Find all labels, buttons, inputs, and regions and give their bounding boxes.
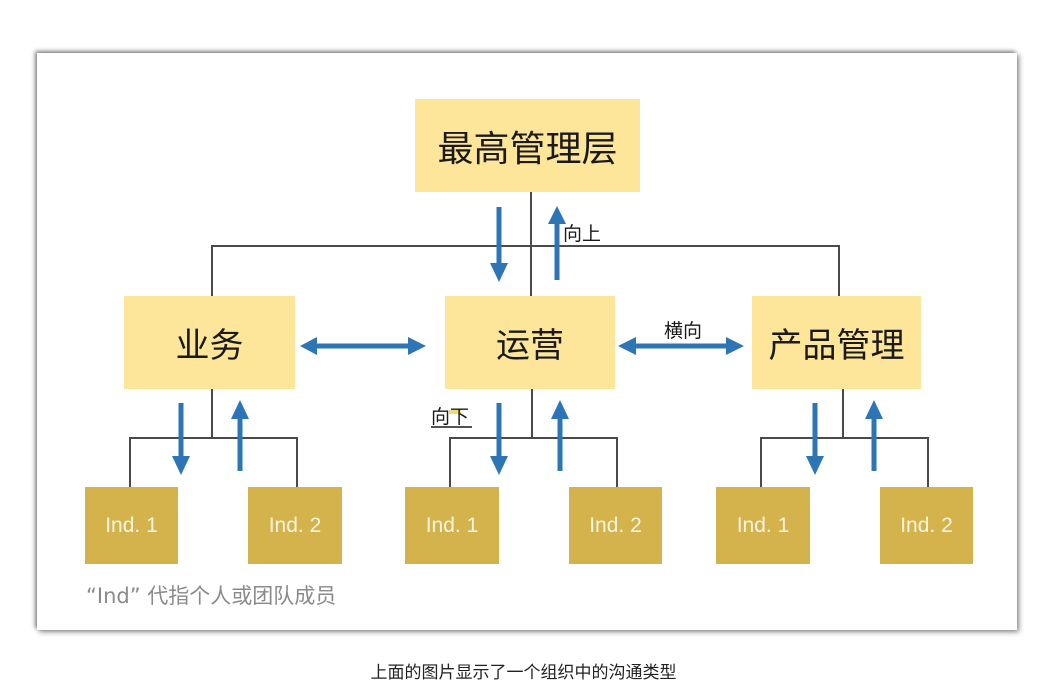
department-label: 产品管理 [768, 326, 905, 366]
down-label-highlight [449, 410, 461, 414]
individual-box: Ind. 1 [716, 487, 810, 564]
legend-note: “Ind” 代指个人或团队成员 [86, 584, 337, 608]
arrow-bidirectional-icon [618, 337, 744, 355]
top-management-box: 最高管理层 [415, 99, 640, 192]
department-label: 业务 [175, 326, 244, 366]
arrow-down-icon [490, 403, 508, 475]
individual-label: Ind. 2 [268, 513, 322, 537]
top-management-label: 最高管理层 [437, 128, 618, 170]
upward-label: 向上 [563, 223, 602, 245]
connector-dept1-horizontal [129, 437, 298, 439]
department-label: 运营 [496, 326, 564, 366]
connector-dept1-ind1 [129, 437, 131, 487]
individual-label: Ind. 1 [425, 513, 479, 537]
individual-box: Ind. 2 [248, 487, 342, 564]
individual-label: Ind. 1 [736, 513, 790, 537]
individual-box: Ind. 2 [880, 487, 973, 564]
arrow-down-icon [172, 403, 190, 475]
department-box-operations: 运营 [445, 296, 615, 389]
connector-dept3-horizontal [760, 437, 929, 439]
connector-left-vertical [211, 245, 213, 296]
connector-dept2-ind1 [449, 437, 451, 487]
arrow-up-icon [865, 400, 883, 471]
arrow-bidirectional-icon [300, 337, 426, 355]
connector-dept1-ind2 [296, 437, 298, 487]
lateral-label: 横向 [664, 320, 703, 342]
arrow-up-icon [231, 400, 249, 471]
connector-dept3-ind1 [760, 437, 762, 487]
individual-box: Ind. 2 [569, 487, 662, 564]
connector-dept2-ind2 [616, 437, 618, 487]
individual-box: Ind. 1 [405, 487, 499, 564]
connector-right-vertical [838, 245, 840, 296]
arrow-up-icon [548, 206, 566, 280]
individual-box: Ind. 1 [85, 487, 178, 564]
connector-dept2-down [531, 389, 533, 439]
individual-label: Ind. 2 [589, 513, 642, 537]
connector-top-vertical [530, 192, 532, 296]
arrow-up-icon [551, 400, 569, 471]
connector-dept2-horizontal [449, 437, 618, 439]
connector-dept3-down [842, 389, 844, 439]
connector-dept1-down [211, 389, 213, 439]
arrow-down-icon [490, 207, 508, 282]
department-box-product-management: 产品管理 [752, 296, 921, 389]
figure-caption: 上面的图片显示了一个组织中的沟通类型 [370, 663, 677, 683]
individual-label: Ind. 1 [105, 513, 158, 537]
arrow-down-icon [806, 403, 824, 475]
downward-label: 向下 [431, 406, 470, 428]
individual-label: Ind. 2 [900, 513, 953, 537]
department-box-business: 业务 [124, 296, 295, 389]
connector-dept3-ind2 [927, 437, 929, 487]
connector-top-horizontal [211, 245, 840, 247]
